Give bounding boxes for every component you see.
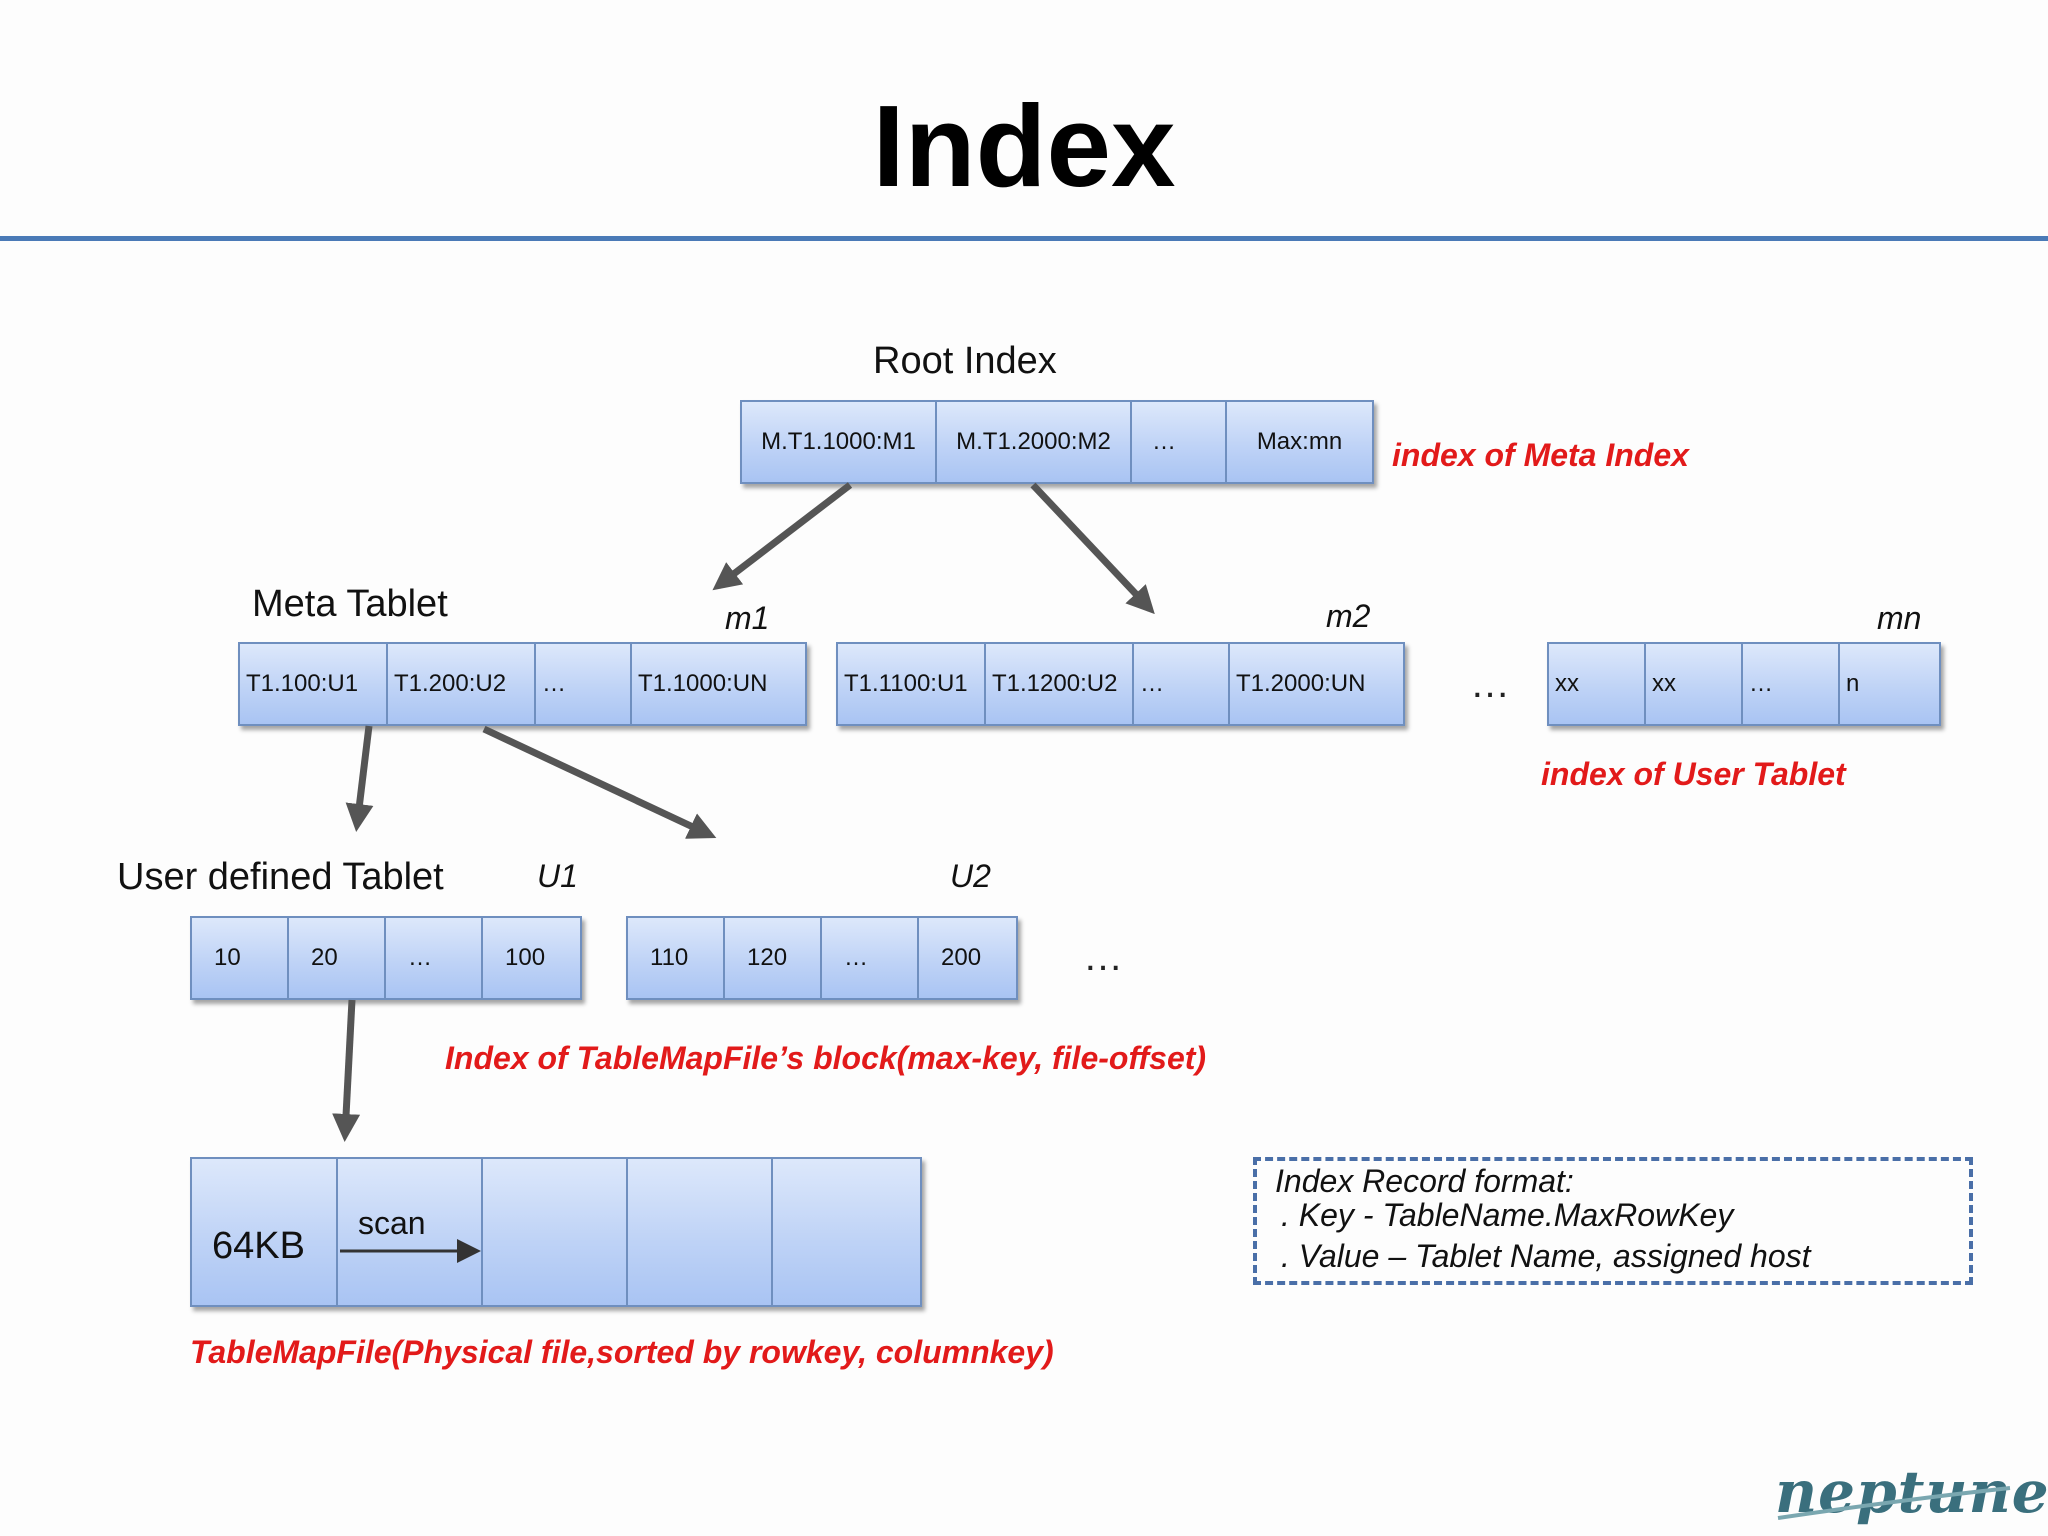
tablemapfile-block <box>628 1159 773 1305</box>
user-cell: … <box>386 918 483 998</box>
root-index-label: Root Index <box>873 340 1057 382</box>
meta-tablet-name: mn <box>1877 600 1922 636</box>
arrow-user-to-mapfile <box>332 999 361 1142</box>
block-size-label: 64KB <box>212 1225 305 1267</box>
user-cell: 120 <box>725 918 822 998</box>
logo-swoosh <box>1777 1486 2011 1520</box>
meta-cell: … <box>1134 644 1230 724</box>
meta-tablet-m1-row: T1.100:U1 T1.200:U2 … T1.1000:UN <box>238 642 807 726</box>
user-ellipsis: … <box>1083 935 1123 979</box>
tablemapfile-block: scan <box>338 1159 483 1305</box>
tablemapfile-note: TableMapFile(Physical file,sorted by row… <box>190 1334 1054 1370</box>
user-tablet-note: Index of TableMapFile’s block(max-key, f… <box>445 1040 1207 1076</box>
root-index-cell: M.T1.1000:M1 <box>742 402 937 482</box>
meta-cell: … <box>1743 644 1840 724</box>
meta-cell: T1.100:U1 <box>240 644 388 724</box>
neptune-logo: neptune <box>1775 1458 2048 1526</box>
meta-cell: T1.2000:UN <box>1236 670 1366 697</box>
user-cell: 10 <box>192 918 289 998</box>
legend-heading: Index Record format: <box>1275 1163 1574 1199</box>
root-index-cell: Max:mn <box>1256 428 1343 455</box>
root-index-row: M.T1.1000:M1 M.T1.2000:M2 … Max:mn <box>740 400 1374 484</box>
meta-cell: T1.200:U2 <box>388 644 536 724</box>
root-index-note: index of Meta Index <box>1392 437 1689 473</box>
meta-tablet-label: Meta Tablet <box>252 583 448 625</box>
root-index-cell: … <box>1132 402 1227 482</box>
slide-title: Index <box>872 81 1176 211</box>
title-divider <box>0 236 2048 241</box>
legend-value-line: . Value – Tablet Name, assigned host <box>1281 1238 1811 1275</box>
arrow-root-to-m1 <box>712 482 853 591</box>
meta-cell: T1.1000:UN <box>638 670 768 697</box>
meta-tablet-name: m2 <box>1326 598 1371 634</box>
user-tablet-u2-row: 110 120 … 200 <box>626 916 1018 1000</box>
meta-cell: n <box>1846 670 1860 697</box>
user-cell: 20 <box>289 918 386 998</box>
legend-key-line: . Key - TableName.MaxRowKey <box>1281 1196 1734 1233</box>
user-tablet-u1-row: 10 20 … 100 <box>190 916 582 1000</box>
meta-cell: … <box>536 644 632 724</box>
arrow-root-to-m2 <box>1030 482 1155 615</box>
meta-tablet-m2-row: T1.1100:U1 T1.1200:U2 … T1.2000:UN <box>836 642 1405 726</box>
arrow-meta-to-u2 <box>482 725 717 839</box>
meta-tablet-name: m1 <box>725 600 770 636</box>
meta-tablet-mn-row: xx xx … n <box>1547 642 1941 726</box>
meta-ellipsis: … <box>1470 662 1510 706</box>
root-index-cell: M.T1.2000:M2 <box>937 402 1132 482</box>
meta-cell: T1.1200:U2 <box>986 644 1134 724</box>
user-cell: … <box>822 918 919 998</box>
meta-cell: xx <box>1549 644 1646 724</box>
meta-cell: xx <box>1646 644 1743 724</box>
scan-label: scan <box>358 1205 426 1241</box>
user-tablet-label: User defined Tablet <box>117 856 444 898</box>
index-record-format-box: Index Record format: . Key - TableName.M… <box>1253 1157 1973 1285</box>
arrow-meta-to-u1 <box>345 725 374 832</box>
tablemapfile-block: 64KB <box>192 1159 338 1305</box>
meta-cell: T1.1100:U1 <box>838 644 986 724</box>
user-tablet-name: U1 <box>537 858 578 894</box>
user-cell: 100 <box>505 944 546 971</box>
user-cell: 200 <box>941 944 982 971</box>
tablemapfile-block <box>483 1159 628 1305</box>
user-cell: 110 <box>628 918 725 998</box>
meta-tablet-note: index of User Tablet <box>1541 756 1846 792</box>
user-tablet-name: U2 <box>950 858 991 894</box>
tablemapfile-row: 64KB scan <box>190 1157 922 1307</box>
